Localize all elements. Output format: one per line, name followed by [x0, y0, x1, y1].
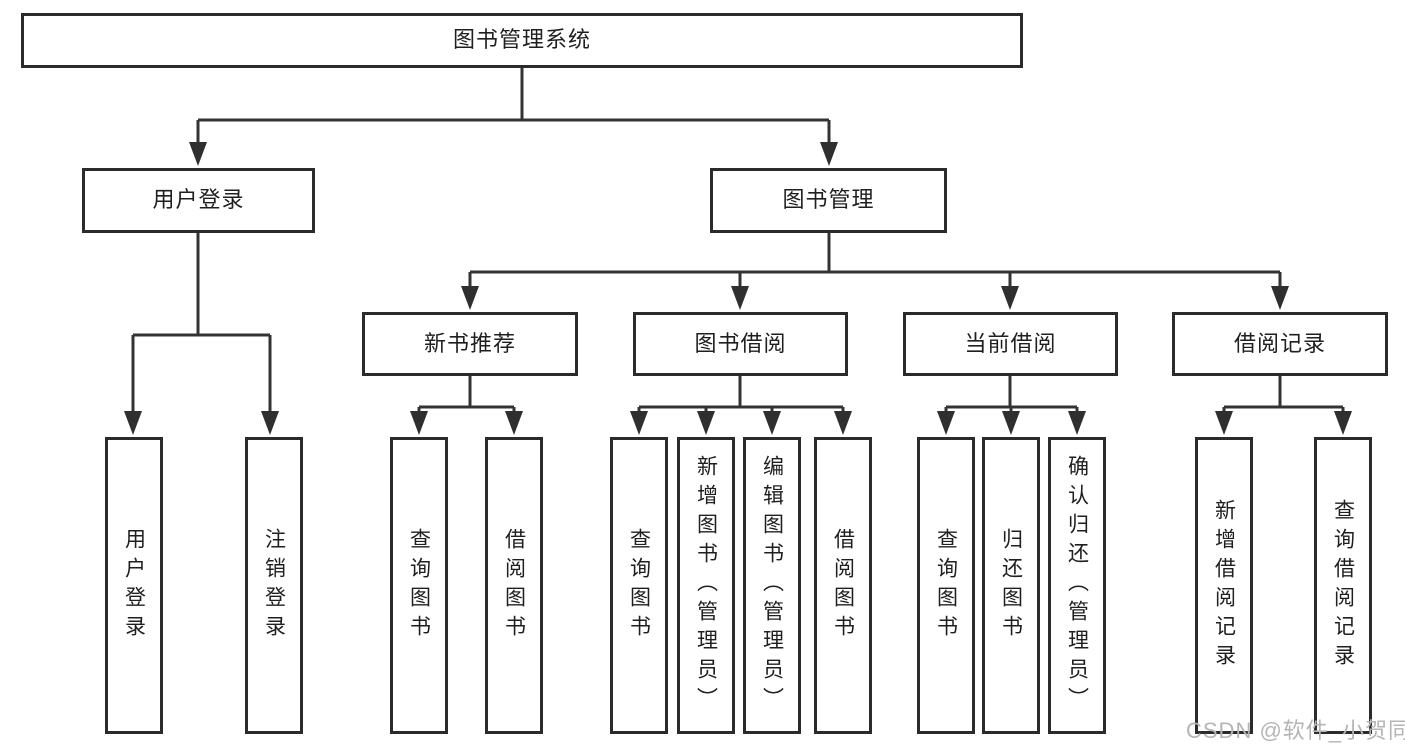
- leaf-label: 借阅图书: [502, 527, 526, 644]
- leaf-label: 编辑图书（管理员）: [760, 455, 784, 716]
- node-label: 图书管理系统: [452, 27, 591, 53]
- leaf-user-login: 用户登录: [105, 437, 163, 734]
- leaf-confirm-return-admin: 确认归还（管理员）: [1048, 437, 1106, 734]
- node-user-login: 用户登录: [82, 168, 315, 233]
- node-label: 借阅记录: [1233, 330, 1326, 356]
- leaf-label: 查询图书: [934, 527, 958, 644]
- node-book-management: 图书管理: [710, 168, 947, 233]
- leaf-label: 新增借阅记录: [1212, 498, 1236, 673]
- leaf-label: 确认归还（管理员）: [1065, 455, 1089, 716]
- csdn-watermark: CSDN @软件_小贺同学: [1186, 718, 1405, 743]
- leaf-borrow-books-recommendation: 借阅图书: [485, 437, 543, 734]
- leaf-label: 注销登录: [262, 527, 286, 644]
- node-label: 图书管理: [782, 187, 875, 213]
- node-label: 图书借阅: [694, 330, 787, 356]
- leaf-return-books: 归还图书: [982, 437, 1040, 734]
- leaf-add-borrow-record: 新增借阅记录: [1195, 437, 1253, 734]
- leaf-label: 查询图书: [627, 527, 651, 644]
- node-borrowing-records: 借阅记录: [1172, 312, 1388, 376]
- node-label: 新书推荐: [423, 330, 516, 356]
- leaf-query-books-recommendation: 查询图书: [390, 437, 448, 734]
- node-book-borrowing: 图书借阅: [633, 312, 848, 376]
- leaf-query-books-current: 查询图书: [917, 437, 975, 734]
- leaf-query-books-borrowing: 查询图书: [610, 437, 668, 734]
- leaf-borrow-books-borrowing: 借阅图书: [814, 437, 872, 734]
- leaf-label: 查询借阅记录: [1331, 498, 1355, 673]
- leaf-label: 用户登录: [122, 527, 146, 644]
- node-label: 当前借阅: [964, 330, 1057, 356]
- leaf-edit-books-admin: 编辑图书（管理员）: [743, 437, 801, 734]
- leaf-query-borrow-record: 查询借阅记录: [1314, 437, 1372, 734]
- leaf-label: 查询图书: [407, 527, 431, 644]
- leaf-add-books-admin: 新增图书（管理员）: [677, 437, 735, 734]
- leaf-label: 借阅图书: [831, 527, 855, 644]
- node-library-management-system: 图书管理系统: [21, 13, 1023, 68]
- leaf-label: 新增图书（管理员）: [694, 455, 718, 716]
- node-new-book-recommendation: 新书推荐: [362, 312, 578, 376]
- leaf-logout: 注销登录: [245, 437, 303, 734]
- node-current-borrowing: 当前借阅: [903, 312, 1118, 376]
- leaf-label: 归还图书: [999, 527, 1023, 644]
- node-label: 用户登录: [152, 187, 245, 213]
